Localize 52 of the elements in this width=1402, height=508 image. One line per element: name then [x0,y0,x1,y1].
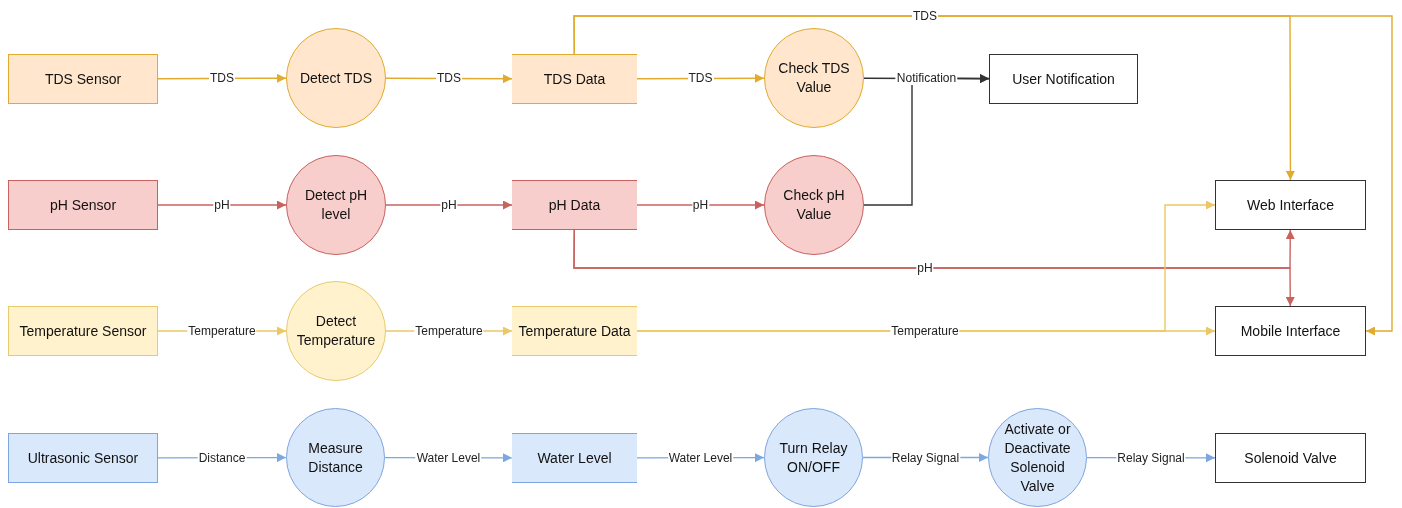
node-label: pH Sensor [48,195,118,215]
edge-label: TDS [912,9,938,23]
node-label: Ultrasonic Sensor [26,448,140,468]
data-store [512,433,637,483]
node-label: TDS Sensor [43,69,123,89]
process-box [8,306,158,356]
edge-label: Notification [895,71,958,86]
node-label: Mobile Interface [1239,321,1342,341]
arrow [385,200,513,210]
arrow [573,15,1393,336]
node-label: Temperature Data [517,321,632,341]
process-box [8,54,158,104]
edge-label: Relay Signal [890,450,961,465]
node-label: pH Data [547,195,602,215]
node-label: Check pH Value [782,186,846,224]
edge-label: pH [916,261,934,275]
node-label: Detect pH level [303,186,369,224]
node-label: User Notification [1011,69,1116,89]
edge-label: Water Level [415,450,482,465]
data-store [512,54,637,104]
edge-label: pH [440,198,458,212]
node-label: Water Level [536,448,613,468]
process-box [8,433,158,483]
node-label: Detect Temperature [295,312,377,350]
process-box [1215,433,1366,483]
data-store [512,306,637,356]
arrow [636,200,765,210]
node-label: Check TDS Value [777,59,851,97]
process-box [989,54,1138,104]
node-label: Solenoid Valve [1243,448,1338,468]
node-label: Detect TDS [298,68,374,88]
node-label: Activate or Deactivate Solenoid Valve [1003,419,1072,496]
edge-label: pH [213,198,231,212]
edge-label: Temperature [890,324,960,338]
edge-label: Temperature [187,324,257,338]
edge-label: Relay Signal [1116,450,1186,465]
edge-label: Water Level [667,450,734,465]
process-box [1215,306,1366,356]
process-box [1215,180,1366,230]
edge-label: pH [691,198,710,212]
data-store [512,180,637,230]
edge-label: Distance [197,450,247,465]
arrow [573,229,1295,307]
node-label: Turn Relay ON/OFF [778,438,849,477]
arrow [157,200,287,210]
node-label: Temperature Sensor [18,321,148,341]
node-label: Web Interface [1246,195,1335,215]
node-label: TDS Data [542,69,607,89]
process-box [8,180,158,230]
arrow [636,200,1216,332]
node-label: Measure Distance [307,438,364,477]
edge-label: Temperature [414,324,484,338]
